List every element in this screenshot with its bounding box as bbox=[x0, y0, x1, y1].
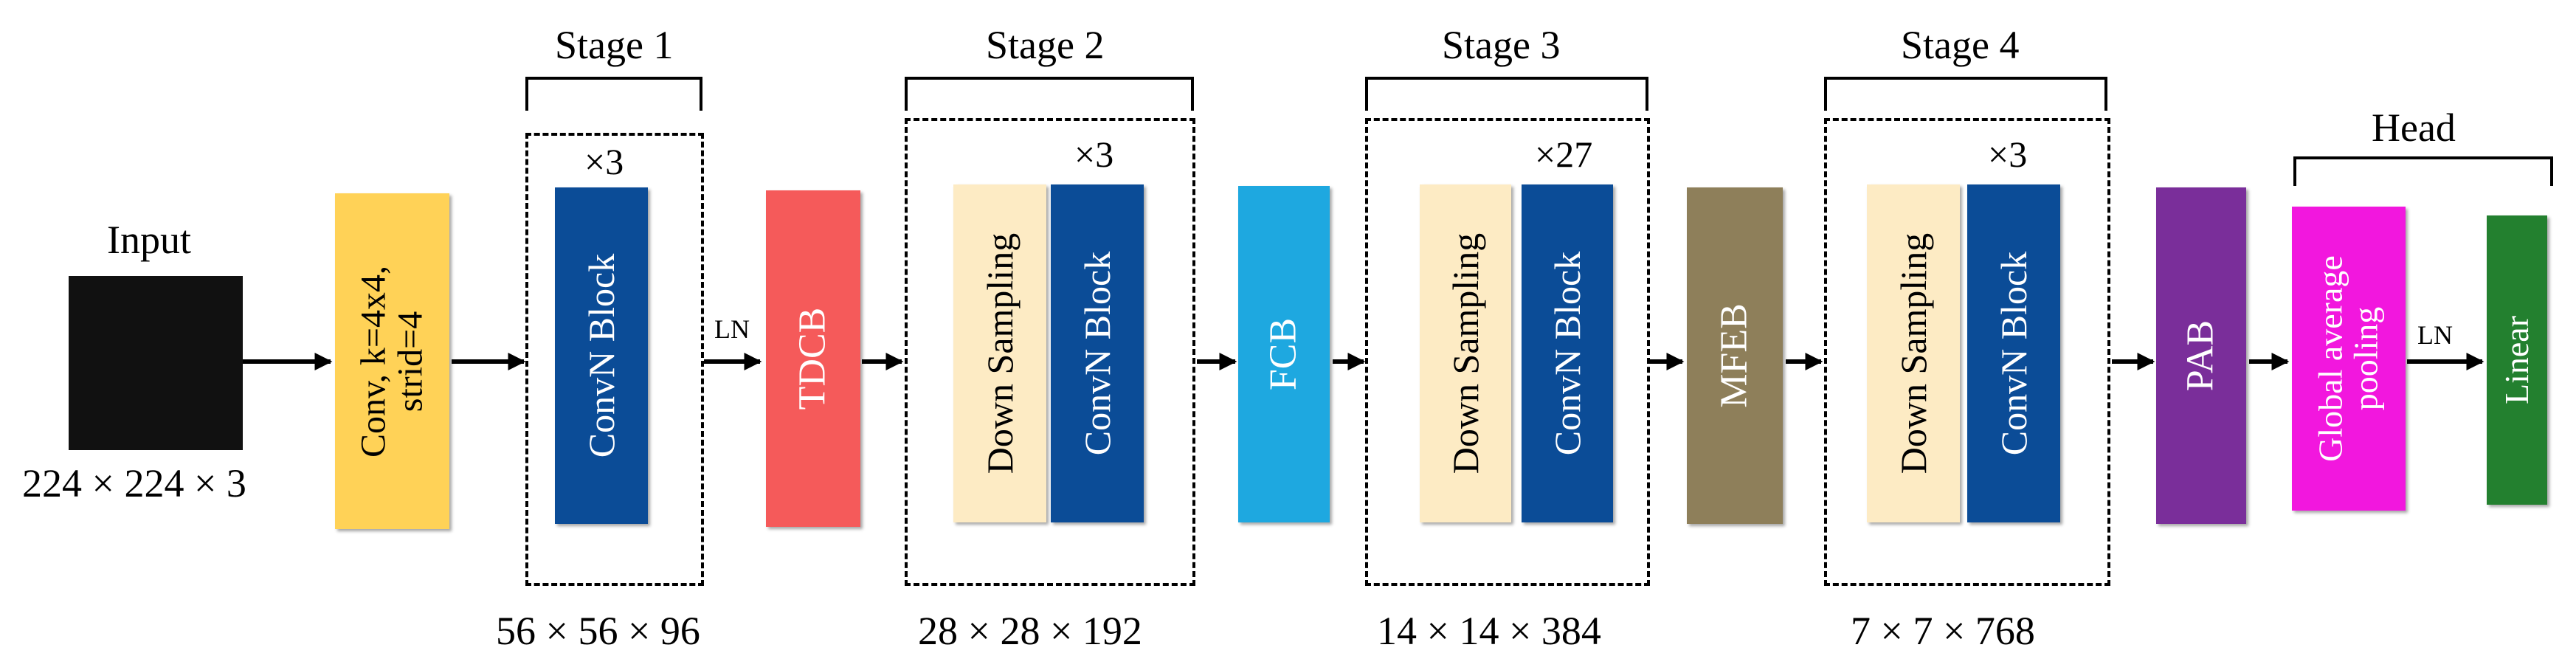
stage1-dimensions: 56 × 56 × 96 bbox=[496, 609, 700, 653]
mfeb-block: MFEB bbox=[1687, 187, 1783, 524]
ln-label-stage1: LN bbox=[714, 314, 750, 344]
head-bracket bbox=[2293, 156, 2553, 186]
stage4-convn-label: ConvN Block bbox=[1992, 251, 2034, 456]
stage4-title: Stage 4 bbox=[1901, 23, 2020, 67]
stage4-downsampling-label: Down Sampling bbox=[1892, 232, 1934, 474]
linear-label: Linear bbox=[2497, 315, 2535, 405]
tdcb-block: TDCB bbox=[766, 190, 860, 527]
stage3-title: Stage 3 bbox=[1442, 23, 1561, 67]
stage4-downsampling-block: Down Sampling bbox=[1867, 184, 1960, 522]
fcb-block: FCB bbox=[1238, 186, 1330, 522]
stage1-convn-block: ConvN Block bbox=[555, 187, 648, 524]
stage1-convn-label: ConvN Block bbox=[580, 253, 622, 458]
input-dimensions: 224 × 224 × 3 bbox=[22, 461, 246, 505]
tdcb-label: TDCB bbox=[791, 307, 834, 410]
stage2-dashed-group bbox=[905, 118, 1195, 586]
stage3-dimensions: 14 × 14 × 384 bbox=[1377, 609, 1601, 653]
stage4-dimensions: 7 × 7 × 768 bbox=[1851, 609, 2035, 653]
stage4-repeat: ×3 bbox=[1988, 134, 2028, 175]
global-average-pooling-block: Global average pooling bbox=[2292, 207, 2406, 511]
mfeb-label: MFEB bbox=[1713, 303, 1755, 408]
head-title: Head bbox=[2372, 106, 2456, 150]
stage4-bracket bbox=[1824, 77, 2107, 111]
stage1-repeat: ×3 bbox=[584, 141, 624, 182]
stage1-title: Stage 1 bbox=[555, 23, 674, 67]
stage3-bracket bbox=[1365, 77, 1648, 111]
stage2-repeat: ×3 bbox=[1074, 134, 1114, 175]
stem-conv-label-line2: strid=4 bbox=[390, 311, 430, 412]
stem-conv-label-line1: Conv, k=4x4, bbox=[353, 265, 393, 457]
stage2-dimensions: 28 × 28 × 192 bbox=[918, 609, 1142, 653]
ln-label-head: LN bbox=[2417, 320, 2453, 350]
stage3-dashed-group bbox=[1365, 118, 1650, 586]
stage2-bracket bbox=[905, 77, 1194, 111]
input-label: Input bbox=[107, 218, 191, 262]
stage2-downsampling-label: Down Sampling bbox=[978, 232, 1021, 474]
pab-block: PAB bbox=[2156, 187, 2246, 524]
fcb-label: FCB bbox=[1262, 317, 1305, 391]
stage1-dashed-group bbox=[525, 133, 704, 586]
stage3-downsampling-label: Down Sampling bbox=[1444, 232, 1486, 474]
stage1-bracket bbox=[525, 77, 702, 111]
pab-label: PAB bbox=[2179, 320, 2222, 392]
stage3-downsampling-block: Down Sampling bbox=[1420, 184, 1511, 522]
linear-block: Linear bbox=[2487, 215, 2547, 505]
stage3-convn-label: ConvN Block bbox=[1546, 251, 1588, 456]
stem-conv-block: Conv, k=4x4, strid=4 bbox=[335, 193, 449, 529]
stage2-convn-label: ConvN Block bbox=[1076, 251, 1118, 456]
stage2-title: Stage 2 bbox=[986, 23, 1105, 67]
global-average-pooling-label: Global average pooling bbox=[2311, 255, 2385, 462]
input-image bbox=[69, 276, 243, 450]
gap-label-line2: pooling bbox=[2347, 306, 2385, 411]
stage4-dashed-group bbox=[1824, 118, 2110, 586]
stage3-repeat: ×27 bbox=[1535, 134, 1593, 175]
stage3-convn-block: ConvN Block bbox=[1522, 184, 1613, 522]
stage2-downsampling-block: Down Sampling bbox=[953, 184, 1046, 522]
stage4-convn-block: ConvN Block bbox=[1967, 184, 2060, 522]
stage2-convn-block: ConvN Block bbox=[1051, 184, 1144, 522]
gap-label-line1: Global average bbox=[2311, 255, 2349, 462]
stem-conv-label: Conv, k=4x4, strid=4 bbox=[353, 265, 430, 457]
